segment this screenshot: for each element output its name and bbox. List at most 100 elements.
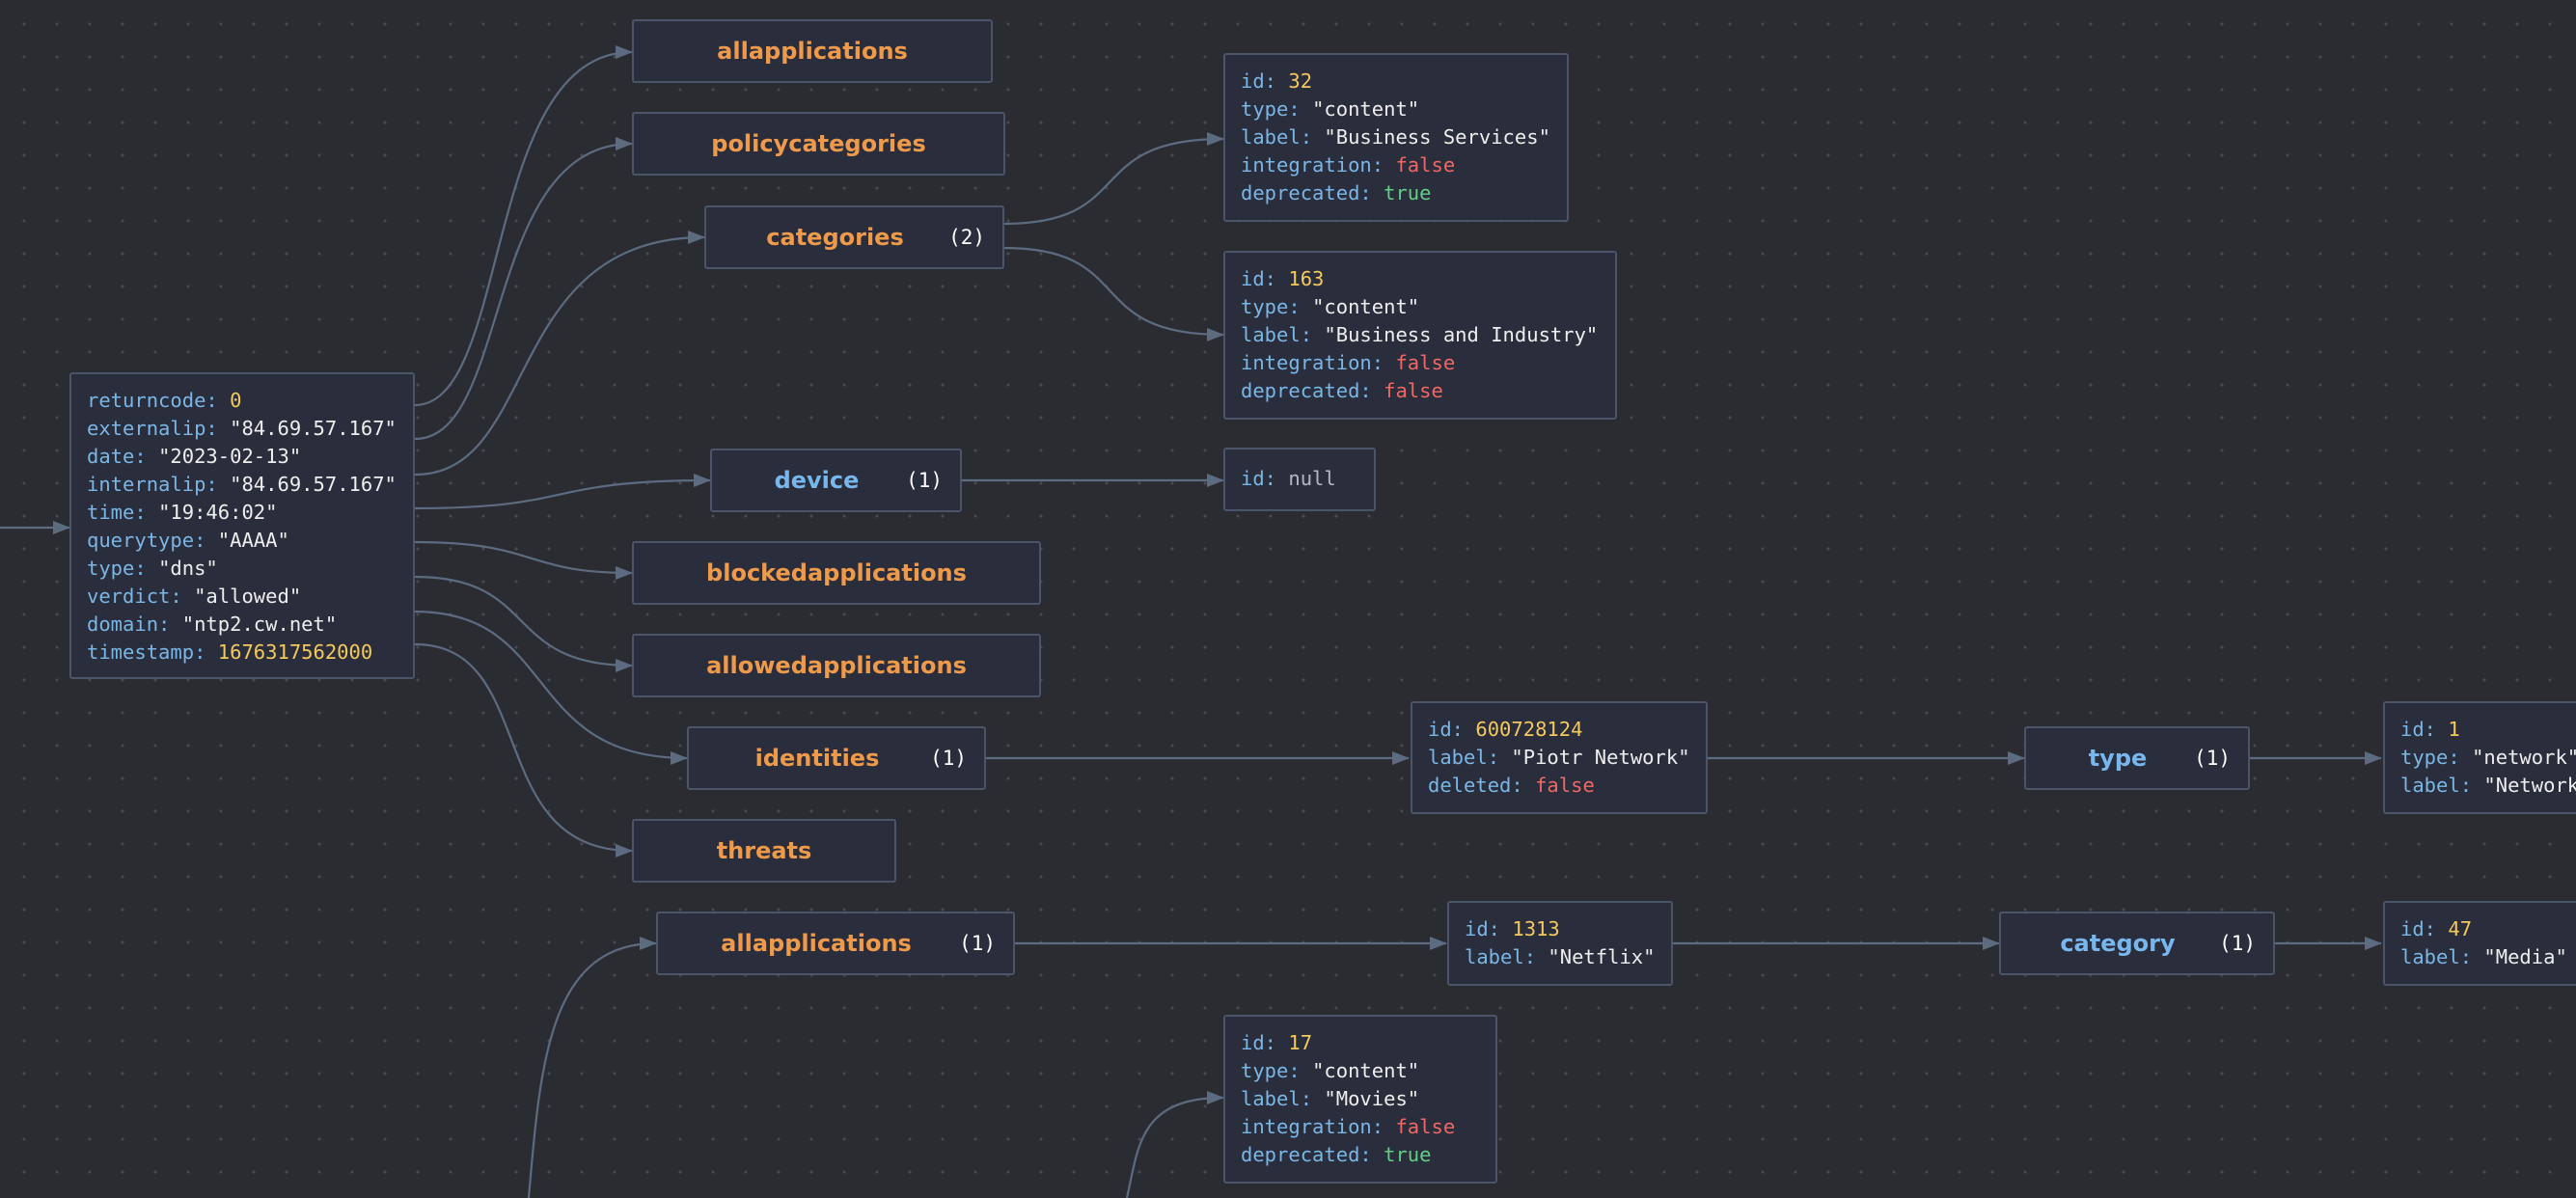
app-category-node[interactable]: category (1)	[1999, 912, 2275, 975]
property-key: label:	[1428, 746, 1512, 769]
property-row: domain: "ntp2.cw.net"	[87, 611, 397, 639]
property-value: "allowed"	[194, 585, 302, 608]
property-key: date:	[87, 445, 159, 468]
edge-categories-32	[1002, 132, 1224, 226]
device-node[interactable]: device (1)	[710, 449, 962, 512]
child-count: (1)	[959, 932, 996, 955]
property-value: "Movies"	[1324, 1087, 1420, 1110]
property-row: deprecated: false	[1241, 377, 1600, 405]
allowedapplications-node[interactable]: allowedapplications	[632, 634, 1041, 697]
property-key: deprecated:	[1241, 181, 1384, 204]
edge-root-allowedapplications	[414, 575, 633, 672]
app-category-object-node[interactable]: id: 47 label: "Media"	[2383, 901, 2576, 986]
property-row: integration: false	[1241, 1113, 1480, 1141]
property-row: integration: false	[1241, 151, 1551, 179]
property-value: false	[1395, 1115, 1456, 1138]
property-row: label: "Netflix"	[1465, 943, 1656, 971]
property-row: timestamp: 1676317562000	[87, 639, 397, 667]
property-value: 47	[2448, 917, 2473, 940]
property-key: id:	[1428, 718, 1476, 741]
property-value: "84.69.57.167"	[230, 417, 397, 440]
identities-node[interactable]: identities (1)	[687, 726, 986, 790]
property-value: 163	[1288, 267, 1325, 290]
property-value: "network"	[2472, 746, 2576, 769]
node-title: allapplications	[721, 930, 912, 957]
property-key: externalip:	[87, 417, 231, 440]
property-value: 0	[230, 389, 242, 412]
property-row: time: "19:46:02"	[87, 499, 397, 527]
edge-categories-163	[1002, 246, 1224, 341]
property-value: 1676317562000	[217, 640, 373, 664]
device-object-node[interactable]: id: null	[1223, 448, 1376, 511]
property-row: querytype: "AAAA"	[87, 527, 397, 555]
node-title: policycategories	[711, 130, 926, 157]
property-value: 1313	[1512, 917, 1560, 940]
property-value: "Netflix"	[1548, 945, 1656, 968]
identity-type-node[interactable]: type (1)	[2024, 726, 2250, 790]
property-row: label: "Networks"	[2400, 772, 2576, 800]
property-value: false	[1535, 774, 1595, 797]
property-row: id: null	[1241, 465, 1358, 493]
property-value: false	[1395, 351, 1456, 374]
property-key: id:	[1241, 467, 1289, 490]
property-value: false	[1395, 153, 1456, 177]
property-key: type:	[2400, 746, 2473, 769]
allapplications-node[interactable]: allapplications	[632, 19, 993, 83]
property-key: id:	[2400, 917, 2449, 940]
property-row: deprecated: true	[1241, 179, 1551, 207]
child-count: (1)	[930, 747, 967, 770]
property-value: true	[1384, 181, 1432, 204]
property-value: "content"	[1312, 97, 1420, 121]
property-row: deleted: false	[1428, 772, 1690, 800]
property-row: type: "network"	[2400, 744, 2576, 772]
property-key: label:	[1241, 1087, 1325, 1110]
child-count: (1)	[2194, 747, 2231, 770]
allapplications-count-node[interactable]: allapplications (1)	[656, 912, 1015, 975]
property-key: type:	[1241, 295, 1313, 318]
edge-root-categories	[414, 231, 705, 476]
property-value: true	[1384, 1143, 1432, 1166]
property-key: id:	[1465, 917, 1513, 940]
edge-to-category-17	[1125, 1091, 1224, 1198]
property-value: "AAAA"	[217, 529, 289, 552]
property-row: id: 163	[1241, 265, 1600, 293]
property-row: id: 17	[1241, 1029, 1480, 1057]
property-row: type: "content"	[1241, 293, 1600, 321]
property-row: id: 1	[2400, 716, 2576, 744]
property-key: internalip:	[87, 473, 231, 496]
property-value: "19:46:02"	[158, 501, 278, 524]
edge-root-identities	[414, 610, 688, 765]
child-count: (2)	[948, 226, 985, 249]
property-row: id: 32	[1241, 68, 1551, 95]
node-title: type	[2088, 745, 2148, 772]
edge-root-threats	[414, 642, 633, 858]
property-row: type: "dns"	[87, 555, 397, 583]
node-title: threats	[716, 837, 812, 864]
property-row: id: 600728124	[1428, 716, 1690, 744]
property-row: verdict: "allowed"	[87, 583, 397, 611]
property-key: type:	[1241, 97, 1313, 121]
property-key: id:	[2400, 718, 2449, 741]
property-key: label:	[2400, 945, 2484, 968]
node-title: device	[774, 467, 860, 494]
node-title: allowedapplications	[706, 652, 967, 679]
property-value: "content"	[1312, 295, 1420, 318]
policycategories-node[interactable]: policycategories	[632, 112, 1005, 176]
property-key: integration:	[1241, 1115, 1396, 1138]
blockedapplications-node[interactable]: blockedapplications	[632, 541, 1041, 605]
application-object-node[interactable]: id: 1313 label: "Netflix"	[1447, 901, 1673, 986]
property-value: "84.69.57.167"	[230, 473, 397, 496]
threats-node[interactable]: threats	[632, 819, 896, 883]
property-value: "content"	[1312, 1059, 1420, 1082]
property-key: verdict:	[87, 585, 195, 608]
categories-node[interactable]: categories (2)	[704, 205, 1004, 269]
edge-root-blockedapplications	[414, 540, 633, 580]
property-row: label: "Media"	[2400, 943, 2576, 971]
